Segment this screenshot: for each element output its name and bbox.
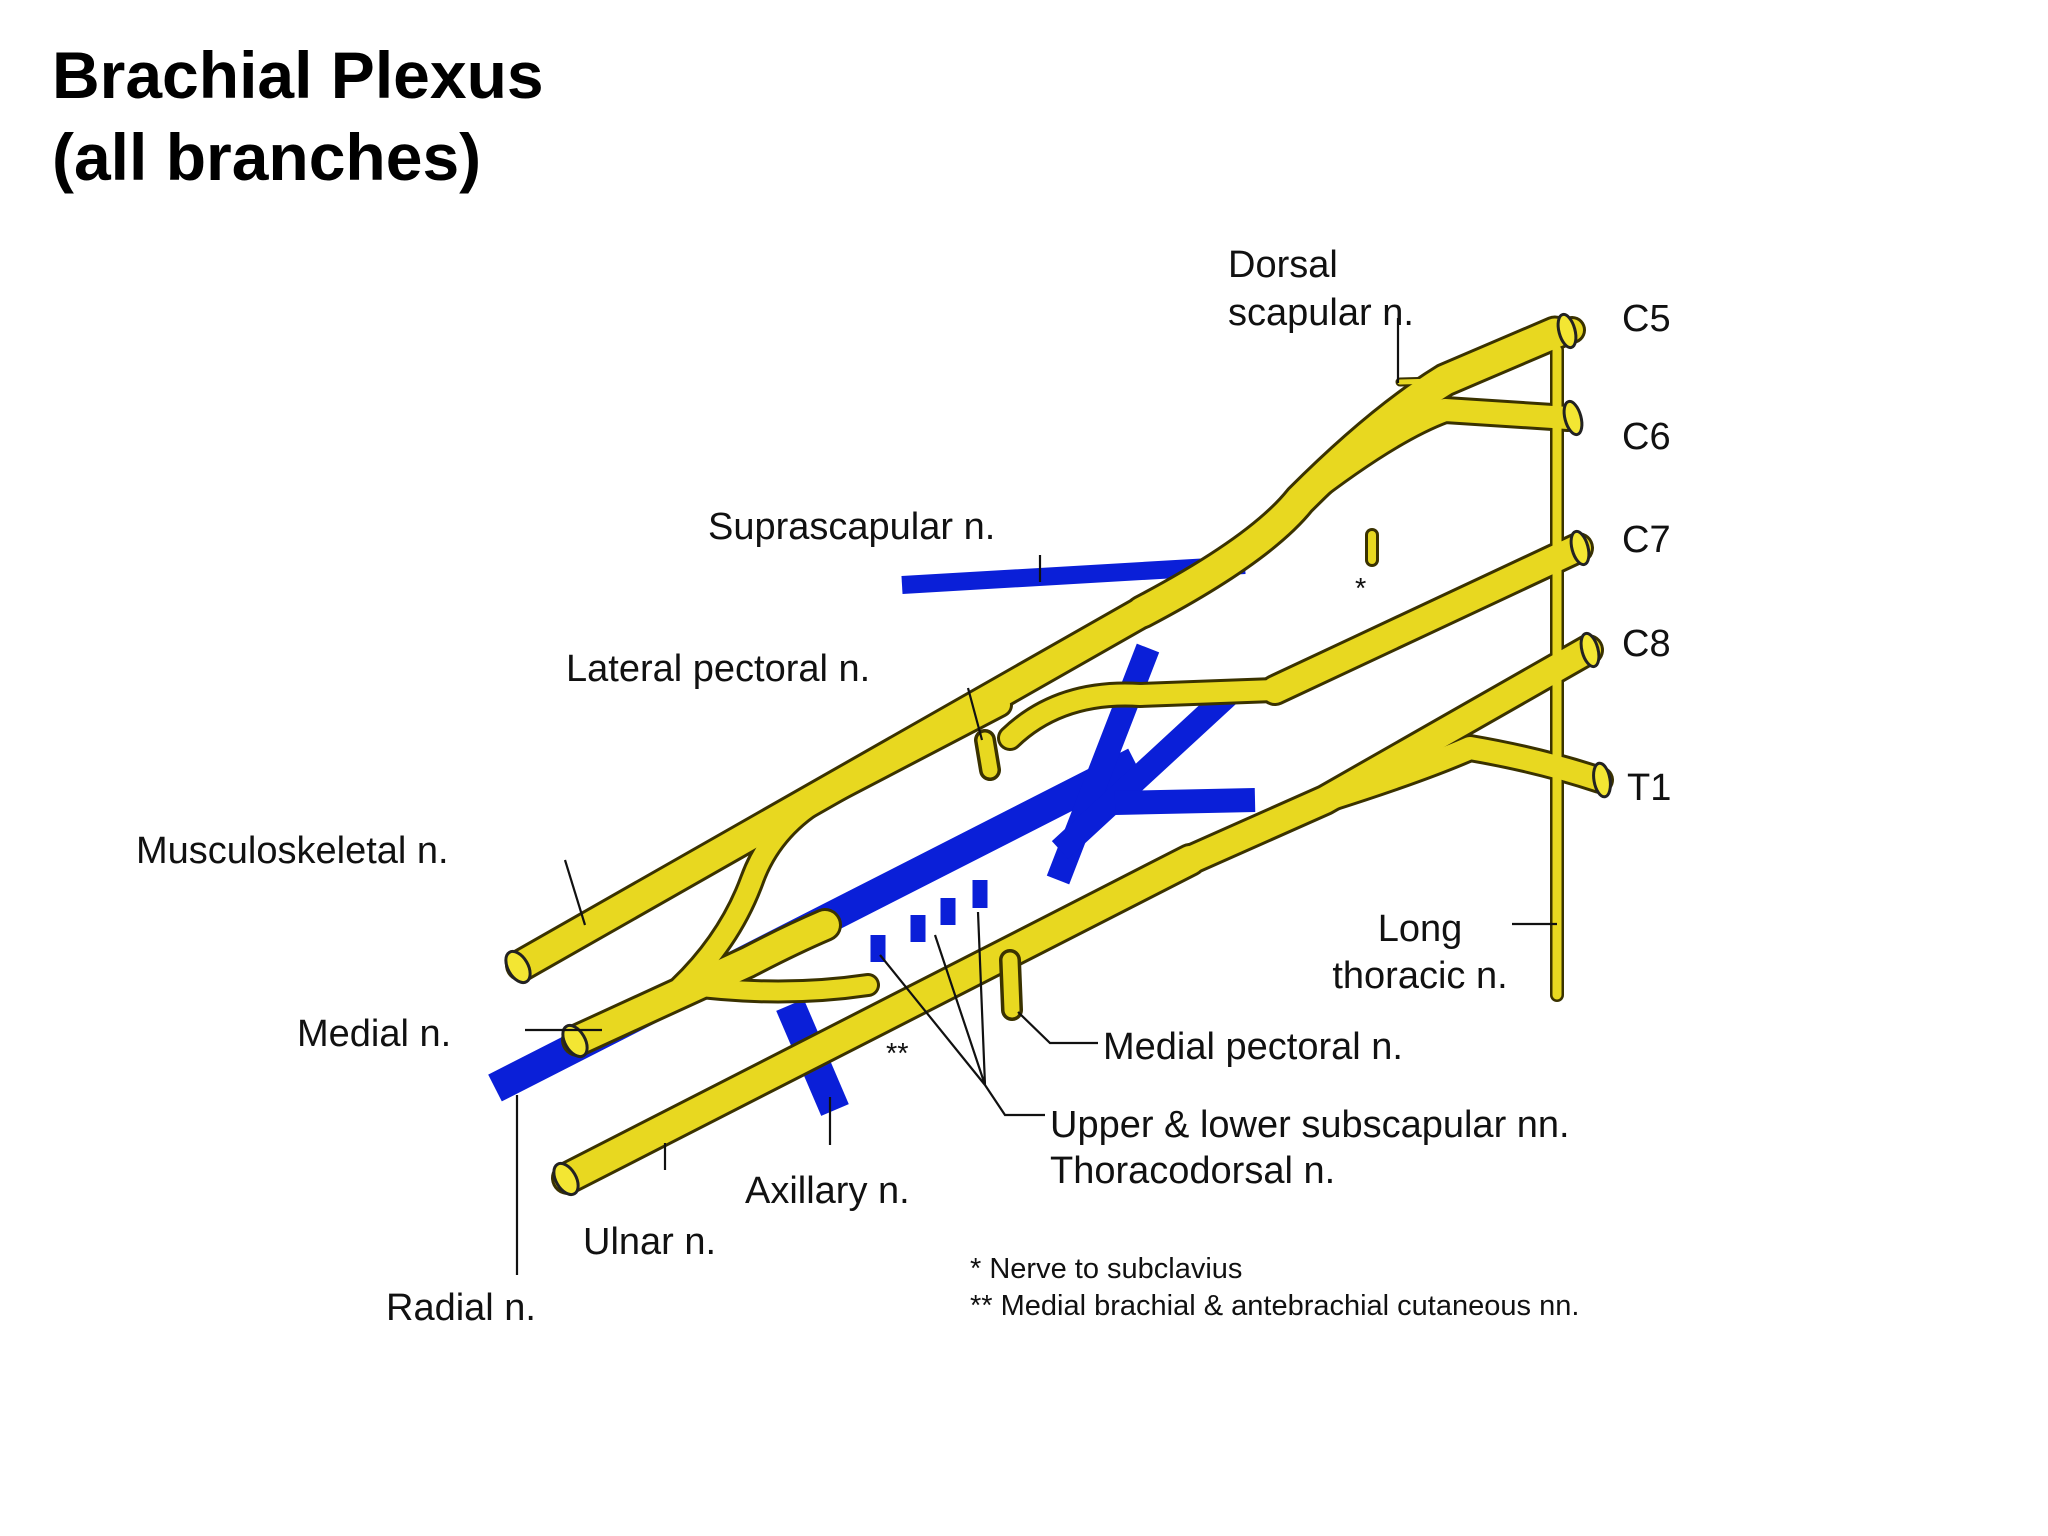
posterior-division-middle: [1051, 686, 1237, 859]
footnote-cutaneous-nerves: ** Medial brachial & antebrachial cutane…: [970, 1290, 1580, 1322]
ulnar-cut-end: [552, 1161, 580, 1197]
c6-root: [1289, 399, 1579, 511]
c7-root: [1262, 535, 1591, 703]
label-subscapular-nerves: Upper & lower subscapular nn.: [1050, 1104, 1570, 1146]
label-thoracodorsal-nerve: Thoracodorsal n.: [1050, 1150, 1336, 1192]
label-suprascapular-nerve: Suprascapular n.: [708, 506, 996, 548]
label-medial-pectoral-nerve: Medial pectoral n.: [1103, 1026, 1403, 1068]
leader-musculoskeletal: [563, 859, 587, 926]
medial-root-of-median: [676, 976, 877, 1001]
label-dorsal-scapular-2: scapular n.: [1228, 292, 1414, 334]
label-t1-root: T1: [1627, 767, 1672, 809]
marker-single-asterisk: *: [1355, 573, 1367, 605]
leader-medial-pectoral: [1017, 1011, 1098, 1045]
nerve-fills: [508, 318, 1611, 1192]
dorsal-scapular-nerve: [1397, 377, 1475, 385]
median-cut-end: [561, 1023, 589, 1059]
lateral-root-of-median: [670, 695, 1010, 998]
median-nerve: [564, 911, 839, 1054]
musculoskeletal-cut-end: [504, 949, 532, 985]
label-c8-root: C8: [1622, 623, 1671, 665]
slide-title-line-1: Brachial Plexus: [52, 38, 544, 112]
leader-lateral-pectoral: [966, 687, 984, 741]
marker-double-asterisk: **: [886, 1038, 909, 1070]
label-c6-root: C6: [1622, 416, 1671, 458]
label-musculoskeletal-nerve: Musculoskeletal n.: [136, 830, 449, 872]
leader-subscapular: [879, 911, 1045, 1117]
t1-cut-end: [1592, 761, 1612, 799]
small-branches: [974, 528, 1379, 1021]
label-lateral-pectoral-nerve: Lateral pectoral n.: [566, 648, 871, 690]
label-long-thoracic-1: Long: [1377, 908, 1463, 950]
lateral-pectoral-nerve: [977, 732, 998, 778]
label-c5-root: C5: [1622, 298, 1671, 340]
middle-trunk-anterior-division: [1000, 680, 1285, 748]
label-radial-nerve: Radial n.: [386, 1287, 536, 1329]
medial-pectoral-nerve: [1002, 952, 1020, 1018]
footnote-nerve-to-subclavius: * Nerve to subclavius: [970, 1253, 1243, 1285]
c7-cut-end: [1569, 529, 1591, 567]
label-medial-nerve: Medial n.: [297, 1013, 452, 1055]
label-c7-root: C7: [1622, 519, 1671, 561]
label-axillary-nerve: Axillary n.: [745, 1170, 910, 1212]
label-long-thoracic-2: thoracic n.: [1332, 955, 1508, 997]
slide-title-line-2: (all branches): [52, 120, 482, 194]
leader-lines: [515, 318, 1557, 1275]
c8-cut-end: [1579, 631, 1601, 669]
label-ulnar-nerve: Ulnar n.: [583, 1221, 717, 1263]
label-dorsal-scapular-1: Dorsal: [1228, 244, 1338, 286]
c5-root: [1434, 319, 1583, 391]
c6-cut-end: [1562, 399, 1584, 437]
medial-cord-ulnar: [554, 846, 1204, 1192]
nerve-cut-ends: [504, 312, 1612, 1197]
c5-cut-end: [1556, 312, 1578, 350]
posterior-division-lower: [1114, 788, 1256, 815]
